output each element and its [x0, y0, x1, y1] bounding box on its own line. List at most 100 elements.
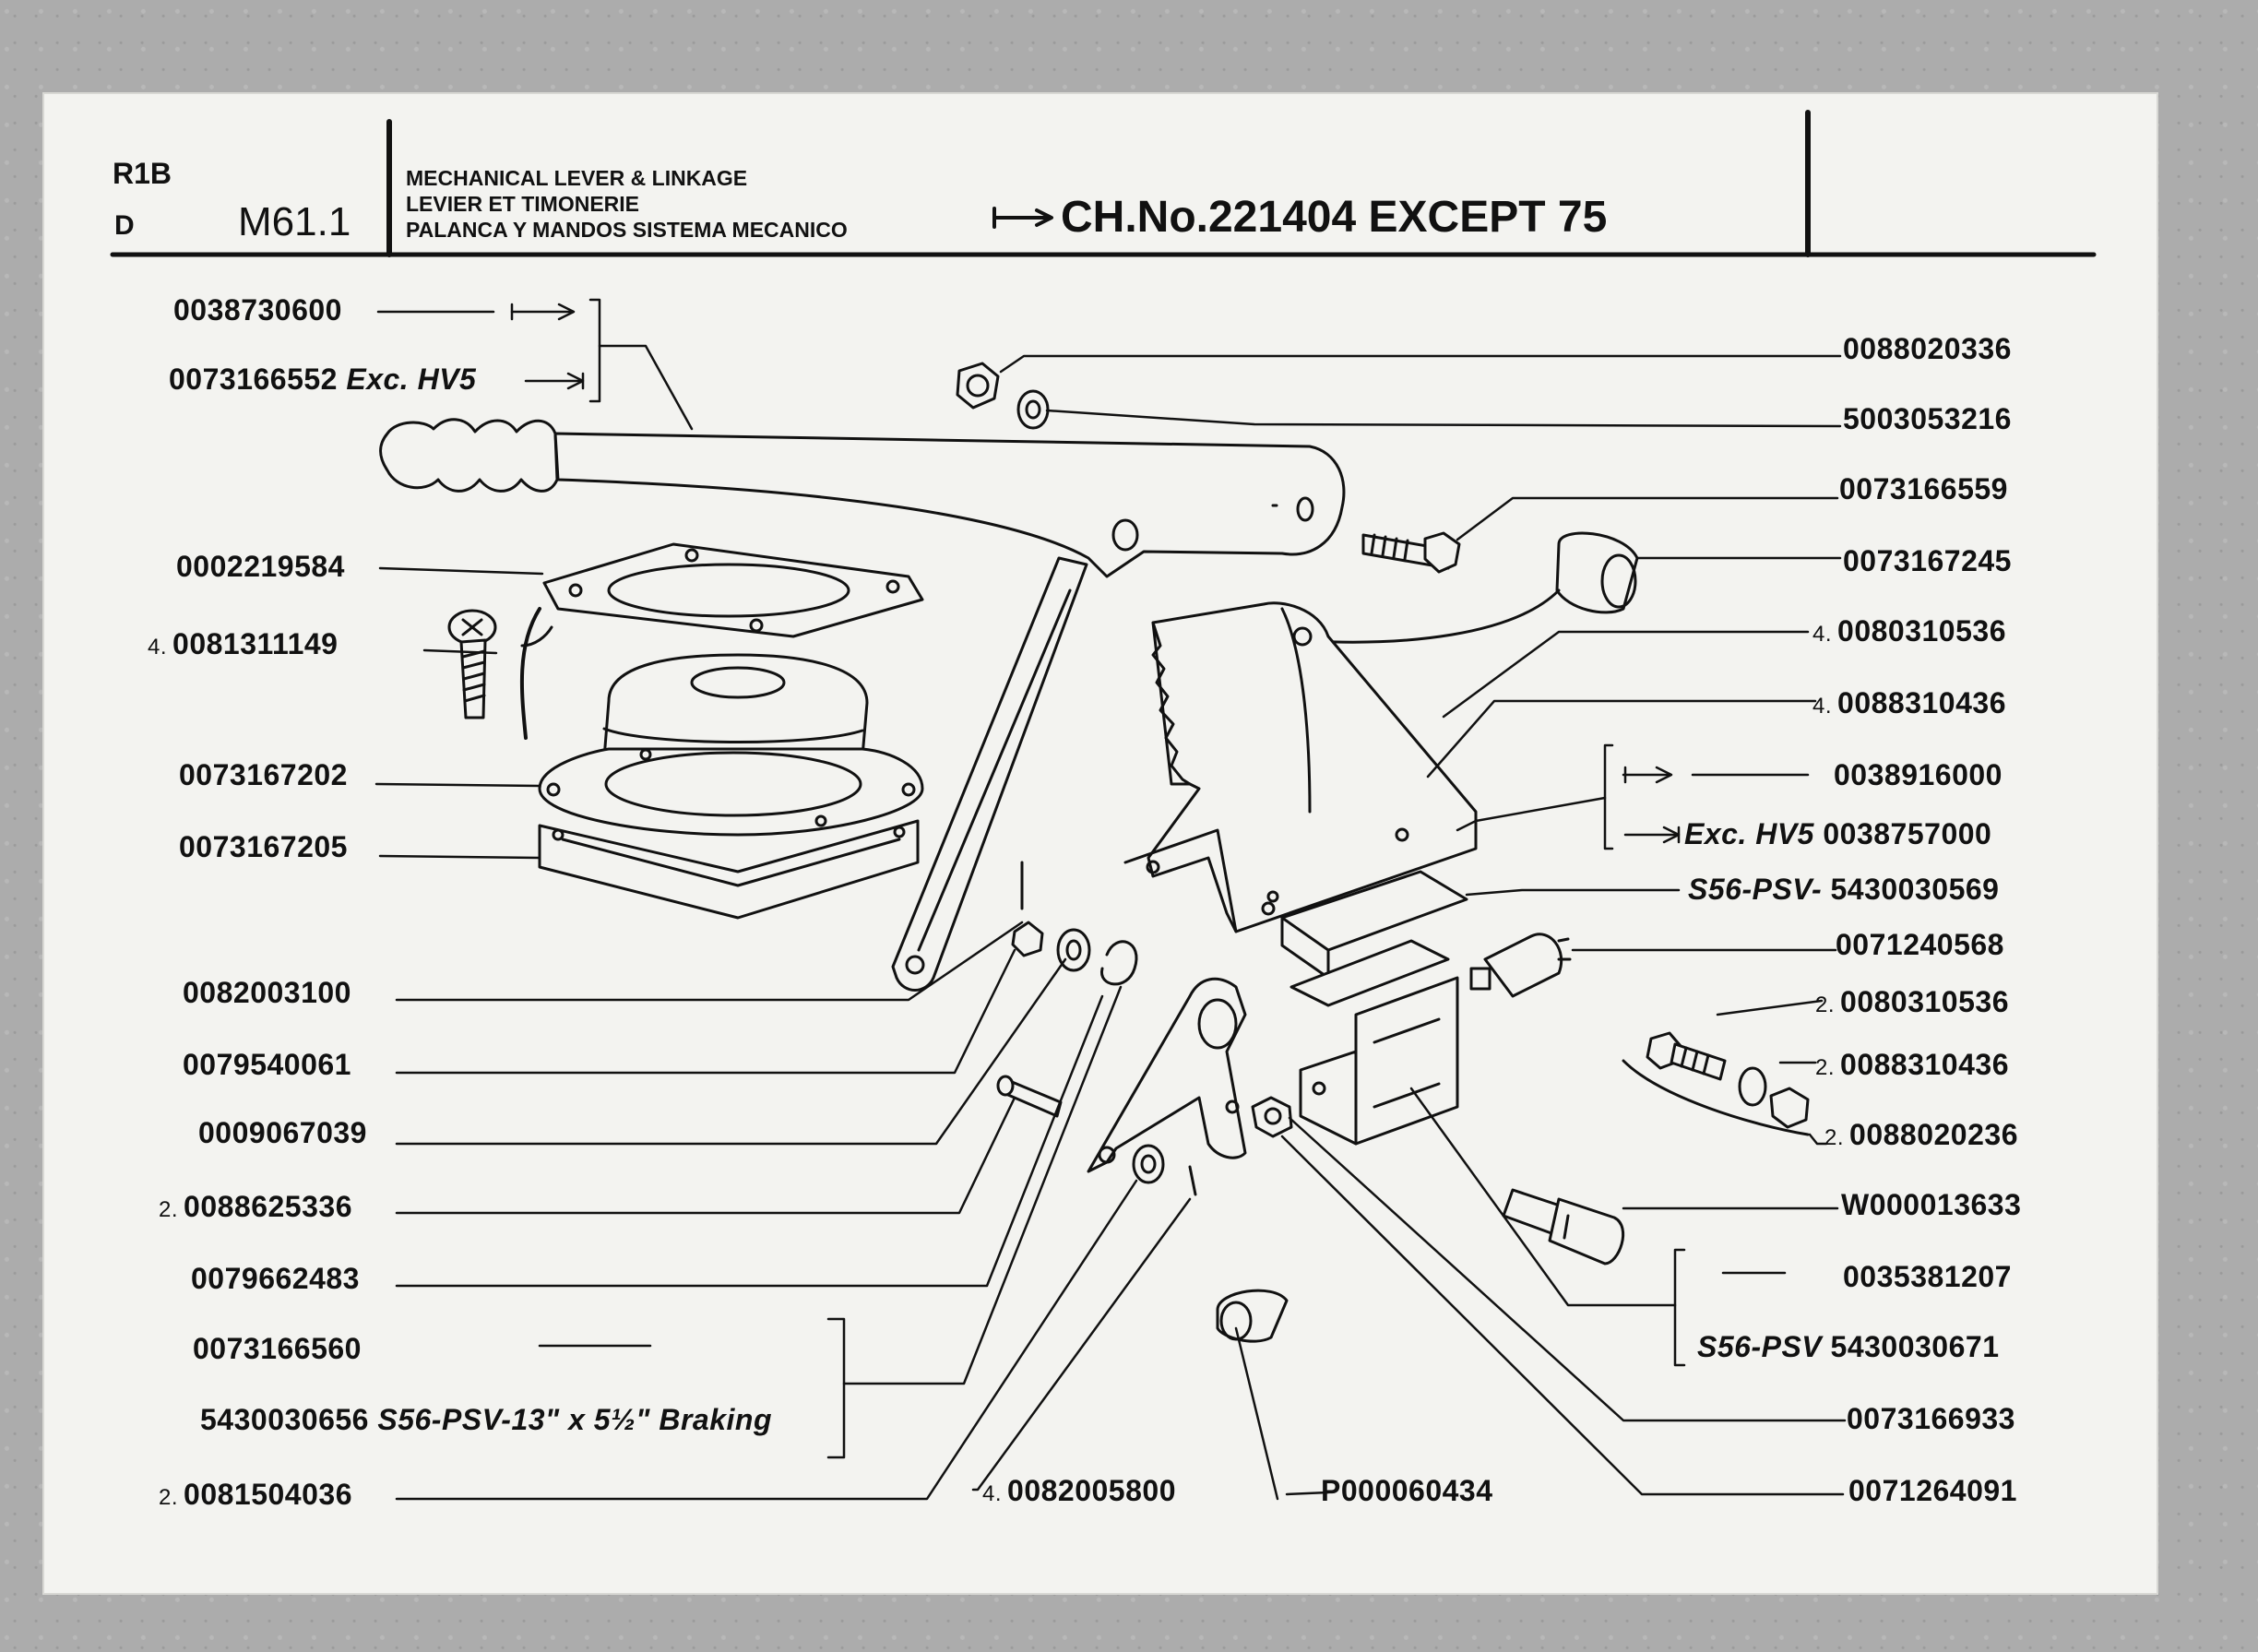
part-label: 0002219584: [176, 550, 345, 584]
part-label: 0073167205: [179, 830, 348, 864]
brake-switch: [1469, 933, 1572, 998]
part-number: 0073166559: [1839, 472, 2008, 505]
part-number: 0088310436: [1837, 686, 2006, 719]
part-number: 0038730600: [173, 293, 342, 327]
bolt-set: [1622, 1031, 1810, 1136]
washer: [1016, 389, 1050, 430]
lower-gasket: [538, 819, 920, 920]
part-number: 5430030569: [1830, 873, 2000, 906]
part-number: 5003053216: [1843, 402, 2012, 435]
part-qty: 2.: [159, 1485, 179, 1510]
part-label: 0038916000: [1834, 758, 2002, 792]
gasket: [542, 542, 924, 638]
part-note: Exc. HV5: [1684, 817, 1814, 850]
part-label: 0073167245: [1843, 544, 2012, 578]
part-label: 2.0088020236: [1824, 1118, 2018, 1152]
chassis-note: CH.No.221404 EXCEPT 75: [1061, 193, 1608, 242]
part-number: 0081504036: [184, 1478, 352, 1511]
part-number: 0035381207: [1843, 1260, 2012, 1293]
part-number: 0071264091: [1848, 1474, 2017, 1507]
part-number: 0073167245: [1843, 544, 2012, 577]
part-label: 2.0080310536: [1815, 985, 2009, 1019]
part-note: S56-PSV-: [1688, 873, 1823, 906]
part-number: 5430030671: [1830, 1330, 2000, 1363]
part-label: 0073166559: [1839, 472, 2008, 506]
part-label: 4.0081311149: [148, 627, 338, 661]
part-number: 0073167202: [179, 758, 348, 791]
part-label: Exc. HV5 0038757000: [1684, 817, 1991, 851]
part-number: 0073166933: [1847, 1402, 2015, 1435]
small-parts: [996, 861, 1293, 1343]
part-number: 5430030656: [200, 1403, 369, 1436]
model-sub: D: [114, 210, 135, 241]
part-number: 0073166560: [193, 1332, 362, 1365]
nut: [956, 362, 1000, 410]
part-number: 0038757000: [1823, 817, 1992, 850]
part-label: 5003053216: [1843, 402, 2012, 436]
part-number: 0088310436: [1840, 1048, 2009, 1081]
part-number: 0071240568: [1836, 928, 2004, 961]
part-number: 0073166552: [169, 362, 338, 396]
bushing: [1308, 531, 1639, 644]
rubber-boot: [538, 653, 924, 837]
part-label: 0082003100: [183, 976, 351, 1010]
title-english: MECHANICAL LEVER & LINKAGE: [406, 166, 748, 190]
part-number: 0073167205: [179, 830, 348, 863]
part-qty: 4.: [982, 1481, 1003, 1506]
part-label: 0038730600: [173, 293, 342, 327]
part-qty: 2.: [1824, 1125, 1845, 1150]
screw: [447, 607, 553, 740]
part-number: 0038916000: [1834, 758, 2002, 791]
part-qty: 4.: [1812, 622, 1833, 647]
part-label: 0073167202: [179, 758, 348, 792]
hand-lever: [379, 418, 1346, 992]
part-number: 0081311149: [172, 627, 339, 660]
part-label: 0071264091: [1848, 1474, 2017, 1508]
part-number: 0088020336: [1843, 332, 2012, 365]
part-label: S56-PSV 5430030671: [1697, 1330, 1999, 1364]
part-label: 2.0081504036: [159, 1478, 352, 1512]
part-label: 4.0080310536: [1812, 614, 2006, 648]
part-qty: 4.: [1812, 694, 1833, 719]
part-label: 0079662483: [191, 1262, 360, 1296]
part-number: 0009067039: [198, 1116, 367, 1149]
page-code: M61.1: [238, 199, 351, 244]
parts-sheet: [44, 94, 2157, 1593]
part-label: 5430030656 S56-PSV-13" x 5½" Braking: [200, 1403, 772, 1437]
part-number: 0079662483: [191, 1262, 360, 1295]
part-label: 2.0088625336: [159, 1190, 352, 1224]
part-qty: 2.: [159, 1197, 179, 1222]
part-number: W000013633: [1841, 1188, 2022, 1221]
part-label: 0009067039: [198, 1116, 367, 1150]
part-note: S56-PSV: [1697, 1330, 1823, 1363]
title-spanish: PALANCA Y MANDOS SISTEMA MECANICO: [406, 218, 848, 242]
part-number: 0080310536: [1837, 614, 2006, 648]
relay-lever: [1087, 977, 1247, 1173]
part-number: 0082005800: [1007, 1474, 1176, 1507]
part-label: 4.0082005800: [982, 1474, 1176, 1508]
part-note: Exc. HV5: [346, 362, 477, 396]
part-qty: 2.: [1815, 992, 1836, 1017]
stop-button: [1502, 1188, 1625, 1266]
part-note: S56-PSV-13" x 5½" Braking: [377, 1403, 772, 1436]
part-qty: 2.: [1815, 1055, 1836, 1080]
part-label: 0073166933: [1847, 1402, 2015, 1436]
part-label: 0073166552 Exc. HV5: [169, 362, 476, 397]
part-number: 0082003100: [183, 976, 351, 1009]
part-number: 0079540061: [183, 1048, 351, 1081]
model-code: R1B: [113, 157, 172, 190]
part-label: W000013633: [1841, 1188, 2021, 1222]
part-label: S56-PSV- 5430030569: [1688, 873, 1999, 907]
part-label: 0073166560: [193, 1332, 362, 1366]
bolt: [1361, 531, 1461, 574]
part-number: 0088625336: [184, 1190, 352, 1223]
part-number: 0080310536: [1840, 985, 2009, 1018]
ratchet-sector: [1123, 601, 1478, 933]
part-label: 2.0088310436: [1815, 1048, 2009, 1082]
switch-bracket: [1280, 870, 1468, 1146]
title-french: LEVIER ET TIMONERIE: [406, 192, 640, 216]
part-label: 0088020336: [1843, 332, 2012, 366]
part-number: 0002219584: [176, 550, 345, 583]
part-label: 0071240568: [1836, 928, 2004, 962]
